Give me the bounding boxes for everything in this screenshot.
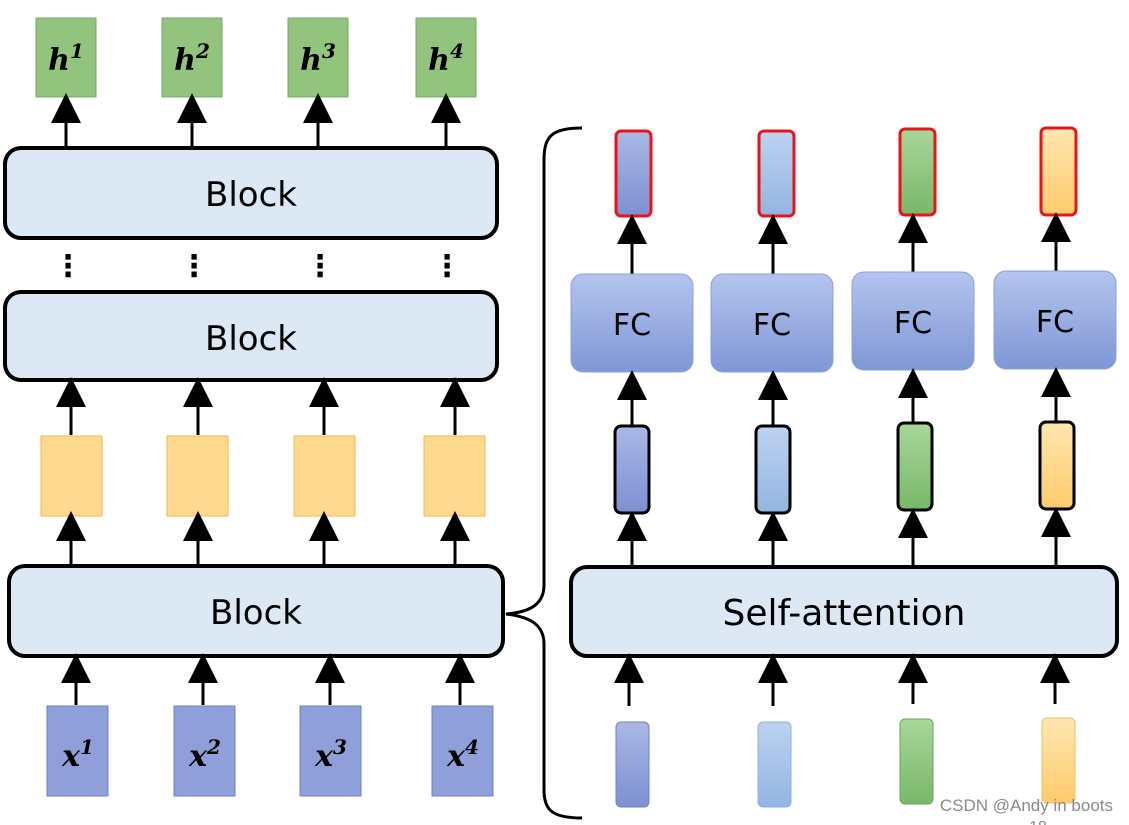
svg-text:x3: x3 (314, 735, 347, 774)
input-vector-2 (757, 721, 792, 808)
svg-text:h1: h1 (48, 39, 84, 78)
svg-text:x2: x2 (188, 735, 221, 774)
svg-text:Self-attention: Self-attention (723, 593, 966, 634)
svg-text:⋮: ⋮ (53, 249, 83, 284)
svg-text:h4: h4 (428, 39, 464, 78)
output-vector-3 (898, 127, 937, 217)
hidden-vectors (40, 435, 486, 517)
output-vector-1 (614, 129, 653, 218)
curly-brace (505, 126, 583, 820)
output-vector-4 (1039, 126, 1078, 217)
input-vector-4 (1041, 717, 1076, 804)
svg-text:FC: FC (753, 308, 791, 343)
svg-text:h3: h3 (300, 39, 336, 78)
svg-text:FC: FC (1036, 305, 1074, 340)
input-x4: x4 (431, 705, 494, 797)
output-vector-2 (757, 129, 796, 218)
attention-vector-3 (896, 421, 934, 512)
fc-box-4: FC (993, 270, 1117, 370)
hidden-box-1 (40, 435, 103, 517)
block-top: Block (3, 146, 499, 240)
page-number: 18 (1029, 819, 1047, 825)
block-middle: Block (3, 290, 499, 382)
input-x1: x1 (46, 705, 109, 797)
ellipsis-dots: ⋮ ⋮ ⋮ ⋮ (53, 249, 462, 284)
arrows-fc-to-outputs (617, 212, 1071, 274)
block-bottom: Block (7, 564, 505, 658)
hidden-box-3 (293, 435, 356, 517)
hidden-box-4 (423, 435, 486, 517)
svg-text:h2: h2 (174, 39, 210, 78)
attention-output-vectors (613, 420, 1076, 515)
arrows-block-to-outputs (51, 93, 461, 148)
attention-vector-2 (754, 424, 792, 515)
watermark-text: CSDN @Andy in boots (940, 796, 1113, 815)
input-x3: x3 (299, 705, 362, 797)
svg-text:Block: Block (205, 319, 297, 359)
arrows-attention-to-vectors (617, 507, 1071, 566)
output-vectors (614, 126, 1078, 218)
svg-text:Block: Block (205, 175, 297, 215)
input-vector-3 (899, 718, 934, 805)
fc-box-1: FC (570, 273, 694, 373)
output-h1: h1 (35, 17, 97, 98)
svg-text:x1: x1 (61, 735, 94, 774)
arrows-inputs-to-attention (614, 653, 1070, 706)
arrows-block-to-hidden (56, 511, 470, 566)
hidden-box-2 (166, 435, 229, 517)
self-attention-block: Self-attention (569, 565, 1119, 658)
fc-box-3: FC (851, 271, 975, 371)
output-h4: h4 (415, 17, 477, 98)
svg-text:x4: x4 (446, 735, 479, 774)
fc-box-2: FC (710, 273, 834, 373)
svg-text:Block: Block (210, 593, 302, 633)
attention-vector-4 (1038, 420, 1076, 511)
output-h2: h2 (161, 17, 223, 98)
svg-text:⋮: ⋮ (179, 249, 209, 284)
arrows-hidden-to-block (56, 377, 470, 435)
output-h3: h3 (287, 17, 349, 98)
svg-text:⋮: ⋮ (432, 249, 462, 284)
attention-vector-1 (613, 424, 651, 515)
arrows-inputs-to-block (61, 653, 475, 705)
arrows-vectors-to-fc (617, 367, 1071, 426)
input-x2: x2 (173, 705, 236, 797)
svg-text:FC: FC (613, 308, 651, 343)
svg-text:⋮: ⋮ (305, 249, 335, 284)
input-vector-1 (615, 721, 650, 808)
svg-text:FC: FC (894, 306, 932, 341)
attention-input-vectors (615, 717, 1076, 808)
